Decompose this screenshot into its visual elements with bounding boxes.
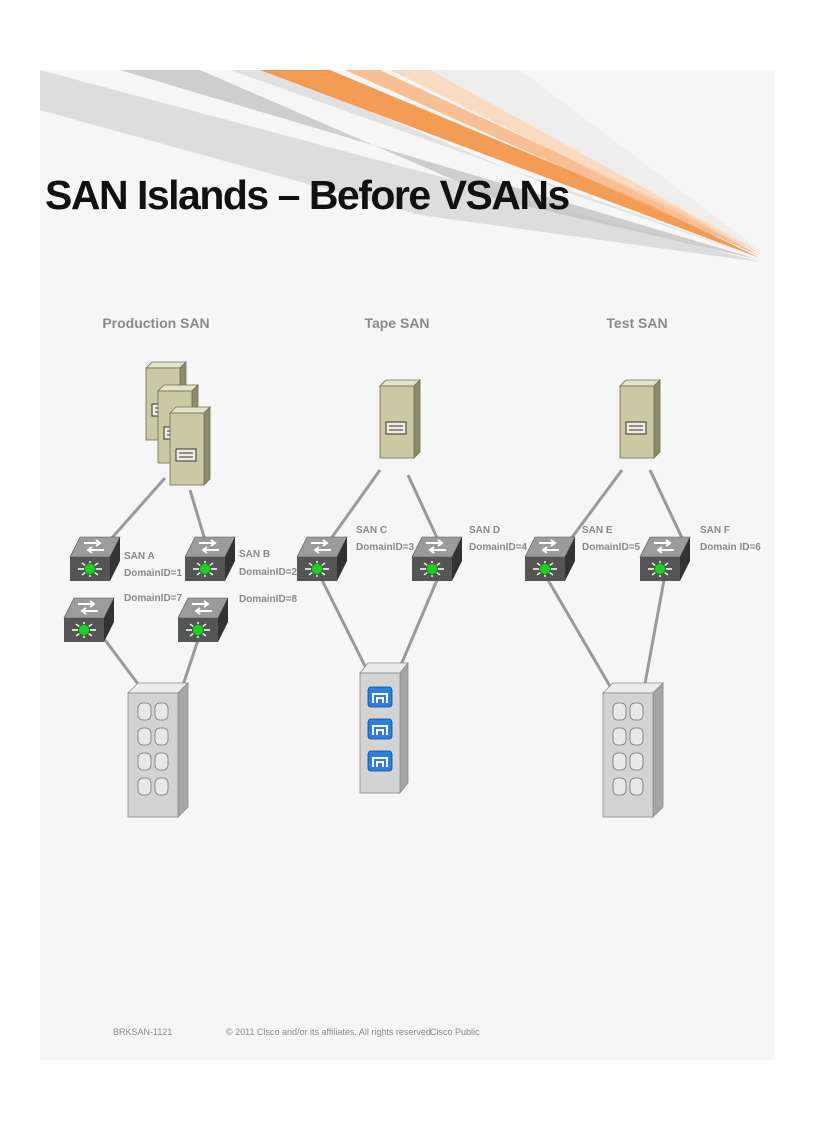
link-prod-server-to-san-b (188, 489, 207, 541)
san-a-switch-2-icon (63, 597, 115, 643)
san-b-switch-icon (184, 536, 236, 582)
san-a-name: SAN A (124, 551, 155, 562)
san-b-domain-2: DomainID=8 (239, 594, 298, 605)
test-storage-array-icon (603, 683, 663, 817)
header-swoosh (40, 70, 760, 262)
san-f-domain: Domain ID=6 (700, 542, 761, 553)
tape-library-icon (360, 663, 408, 793)
san-e-switch-icon (524, 536, 576, 582)
link-tape-server-to-san-d (406, 474, 440, 541)
column-title-tape: Tape SAN (364, 315, 430, 331)
footer-copyright: © 2011 Cisco and/or its affiliates. All … (226, 1027, 434, 1037)
san-d-name: SAN D (469, 525, 501, 536)
san-d-switch-icon (411, 536, 463, 582)
link-tape-server-to-san-c (328, 469, 382, 541)
san-f-name: SAN F (700, 525, 730, 536)
page-title: SAN Islands – Before VSANs (45, 172, 570, 218)
san-e-domain: DomainID=5 (582, 542, 641, 553)
san-f-switch-icon (639, 536, 691, 582)
production-server-3-icon (169, 406, 211, 486)
san-d-domain: DomainID=4 (469, 542, 528, 553)
san-b-switch-2-icon (177, 597, 229, 643)
link-san-e-to-storage (546, 579, 620, 701)
production-storage-array-icon (128, 683, 188, 817)
footer-classification: Cisco Public (430, 1027, 480, 1037)
san-c-domain: DomainID=3 (356, 542, 415, 553)
link-san-f-to-storage (640, 579, 666, 701)
test-server-icon (619, 379, 661, 459)
san-c-name: SAN C (356, 525, 388, 536)
link-prod-server-to-san-a (108, 477, 167, 541)
link-test-server-to-san-e (568, 469, 624, 541)
column-title-test: Test SAN (606, 315, 668, 331)
san-c-switch-icon (296, 536, 348, 582)
link-san-d-to-tape (396, 579, 439, 673)
san-a-domain: DomainID=1 (124, 568, 183, 579)
footer-session-id: BRKSAN-1121 (113, 1027, 173, 1037)
column-title-production: Production SAN (102, 315, 210, 331)
link-test-server-to-san-f (648, 469, 685, 541)
san-a-switch-icon (69, 536, 121, 582)
san-b-domain: DomainID=2 (239, 567, 298, 578)
san-b-name: SAN B (239, 549, 271, 560)
tape-server-icon (379, 379, 421, 459)
san-a-domain-2: DomainID=7 (124, 593, 183, 604)
san-e-name: SAN E (582, 525, 613, 536)
link-san-c-to-tape (320, 579, 370, 673)
